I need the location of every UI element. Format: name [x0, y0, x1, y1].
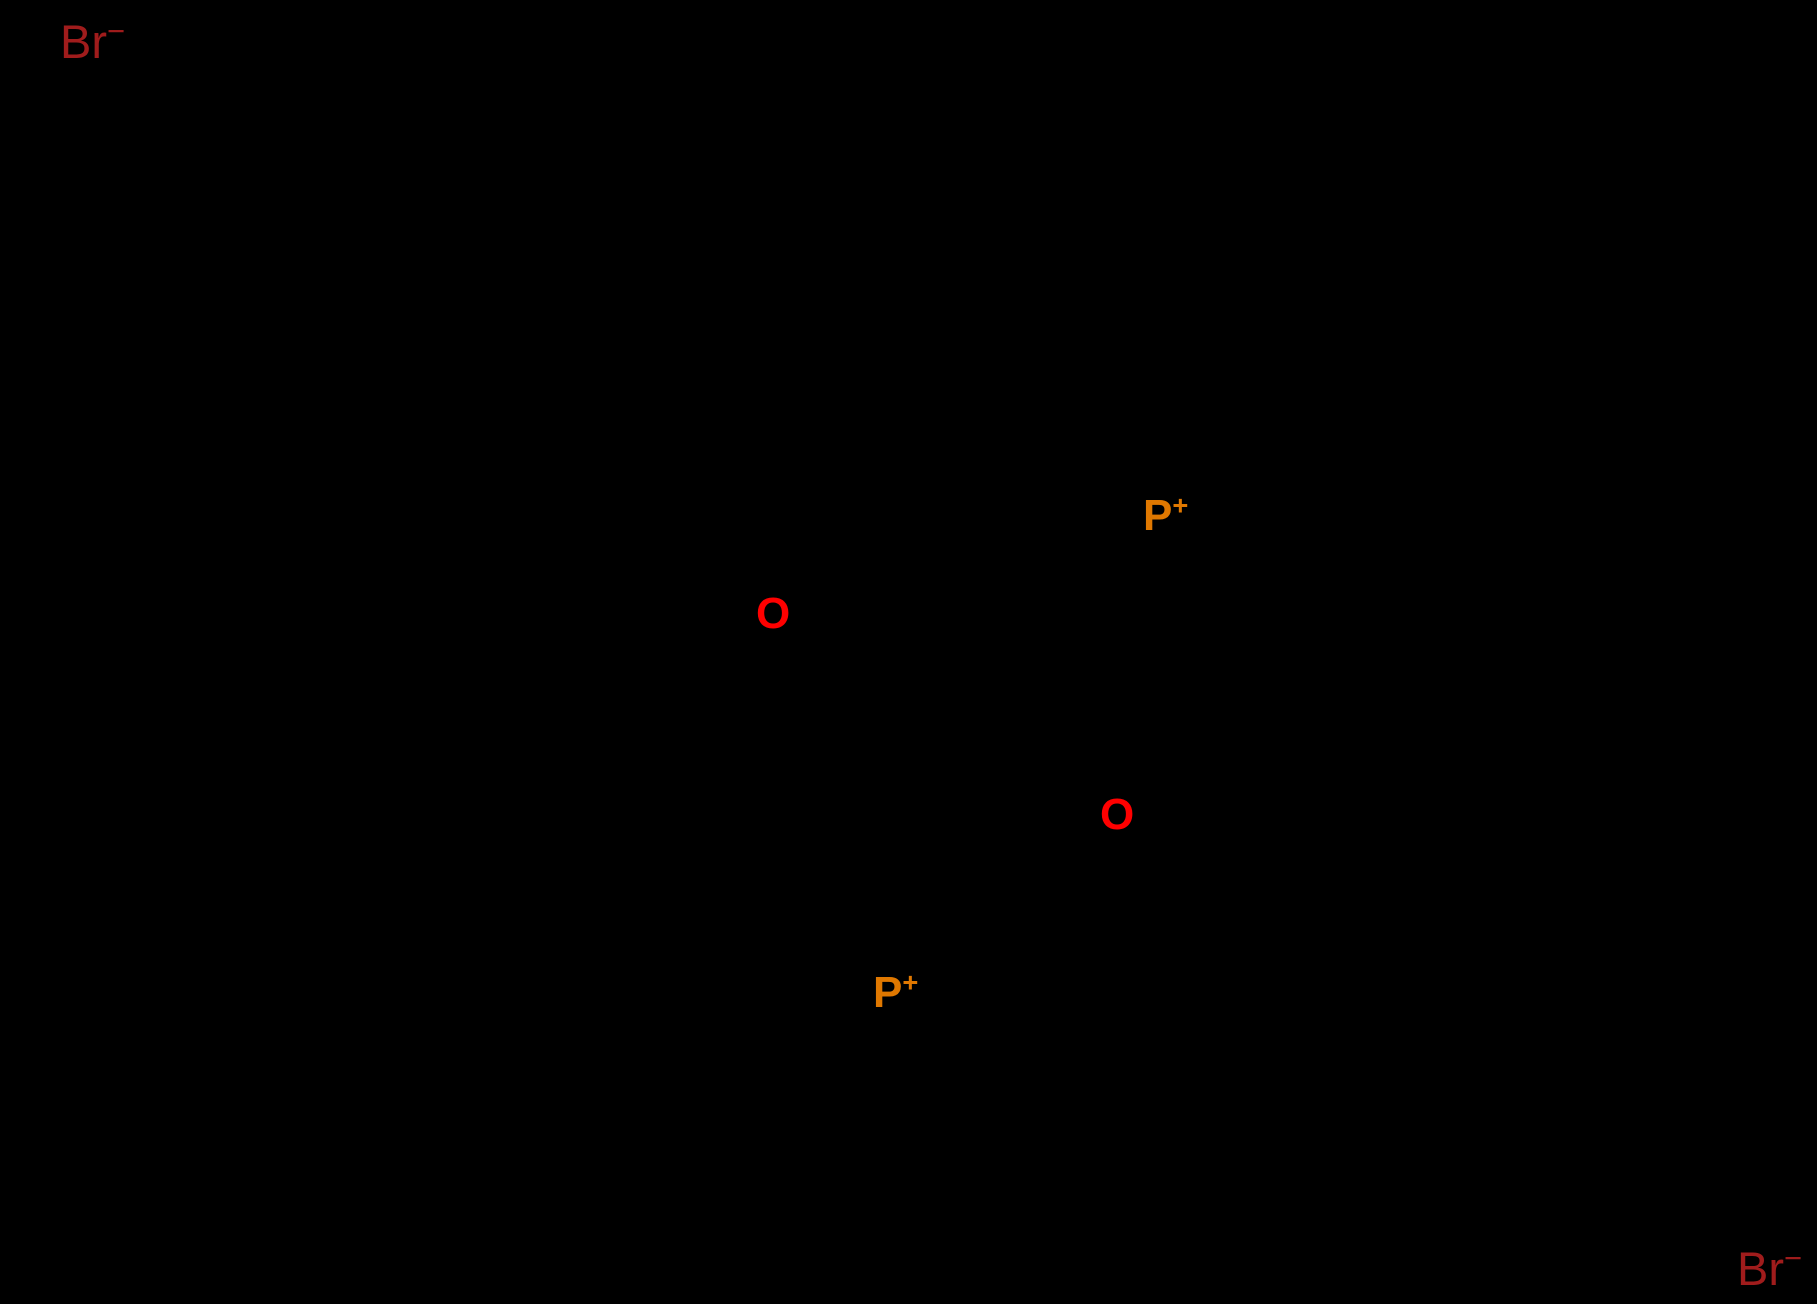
bond-line: [668, 478, 792, 552]
bond-line: [1148, 908, 1272, 982]
bond-line: [1148, 478, 1272, 552]
atom-label-phosphonium-lower: P+: [873, 968, 918, 1017]
bond-line: [428, 58, 552, 132]
bond-line: [1388, 758, 1512, 832]
bond-line: [1028, 908, 1152, 982]
bond-line: [668, 908, 792, 982]
bond-line: [548, 58, 672, 132]
bond-line: [668, 1118, 792, 1192]
bond-line: [1028, 828, 1102, 912]
bond-line: [1628, 758, 1752, 832]
bond-line: [1388, 58, 1512, 132]
bond-line: [428, 898, 552, 972]
atom-label-oxygen-upper-left: O: [756, 592, 790, 636]
bond-line: [1028, 478, 1152, 552]
bond-line: [788, 908, 912, 982]
bond-group: [308, 58, 1752, 1192]
bond-line: [428, 268, 552, 342]
atom-symbol: P: [873, 968, 903, 1017]
bond-line: [548, 898, 672, 972]
bond-line: [1268, 478, 1392, 552]
bond-line: [908, 58, 1032, 132]
bond-line: [1508, 58, 1632, 132]
bond-line: [1268, 58, 1392, 132]
bond-line: [1268, 268, 1392, 342]
bond-line: [788, 478, 912, 552]
bond-line: [548, 268, 672, 342]
charge-sign: −: [1784, 1240, 1803, 1276]
bond-line: [1138, 758, 1272, 802]
charge-sign: +: [1172, 489, 1189, 521]
bond-line: [1268, 758, 1392, 832]
bond-line: [548, 478, 672, 552]
bond-line: [668, 898, 792, 972]
bond-line: [1268, 908, 1392, 982]
atom-label-oxygen-lower-right: O: [1100, 793, 1134, 837]
atom-label-bromide-top-left: Br−: [60, 15, 125, 68]
atom-label-phosphonium-upper: P+: [1143, 491, 1188, 540]
bond-line: [788, 58, 912, 132]
bond-line: [1508, 758, 1632, 832]
atom-label-bromide-bottom-right: Br−: [1737, 1242, 1802, 1295]
bond-line: [788, 1118, 912, 1192]
bond-line: [788, 908, 912, 972]
bond-line: [1388, 268, 1512, 342]
bond-line: [1028, 58, 1152, 132]
bond-line: [1388, 128, 1512, 202]
bond-line: [668, 58, 792, 132]
bond-line: [908, 268, 1032, 342]
bond-line: [908, 478, 1032, 552]
atom-symbol: Br: [60, 15, 107, 68]
atom-symbol: Br: [1737, 1242, 1784, 1295]
bond-line: [308, 478, 432, 552]
bond-line: [1268, 1118, 1392, 1192]
atom-symbol: O: [1100, 790, 1135, 839]
bond-line: [908, 908, 1032, 982]
atom-symbol: O: [756, 589, 791, 638]
bond-line: [1028, 268, 1152, 342]
bond-line: [308, 688, 432, 762]
charge-sign: −: [107, 13, 126, 49]
bond-line: [1628, 58, 1752, 132]
bond-line: [1148, 58, 1272, 132]
charge-sign: +: [902, 966, 919, 998]
bond-line: [428, 478, 552, 552]
bond-line: [1628, 548, 1752, 622]
bond-line: [1148, 1118, 1272, 1192]
atom-symbol: P: [1143, 491, 1173, 540]
bond-line: [788, 698, 912, 772]
bond-line: [308, 58, 432, 132]
bond-line: [1508, 338, 1632, 412]
